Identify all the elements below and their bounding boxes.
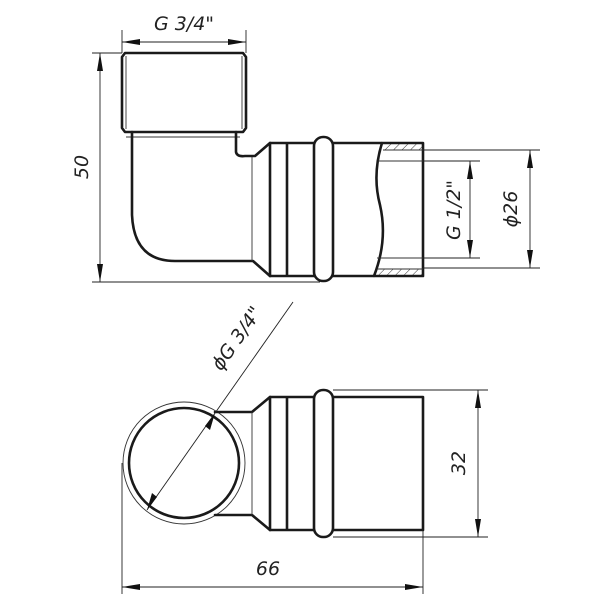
hex-thread-part xyxy=(120,51,248,134)
dimension-66: 66 xyxy=(121,463,424,594)
dim-label-g34: G 3/4" xyxy=(154,13,214,35)
dimension-g12: G 1/2" xyxy=(423,160,480,259)
dimension-height-50: 50 xyxy=(71,52,320,283)
hatch-top xyxy=(383,144,422,150)
press-ring xyxy=(312,135,335,283)
dim-label-g34-circle: ϕG 3/4" xyxy=(207,303,267,375)
dimension-32: 32 xyxy=(333,389,488,538)
dim-label-66: 66 xyxy=(256,558,280,580)
dim-label-g12: G 1/2" xyxy=(443,180,465,240)
elbow-body xyxy=(130,130,272,278)
dimension-g34-top: G 3/4" xyxy=(121,13,247,53)
dimension-d26: ϕ26 xyxy=(423,149,540,269)
top-view xyxy=(122,388,425,539)
outer-thread-circle xyxy=(122,401,246,525)
sleeve xyxy=(331,141,425,278)
dim-label-d26: ϕ26 xyxy=(500,191,522,228)
hatch-bottom xyxy=(377,269,422,275)
dim-label-50: 50 xyxy=(71,155,93,179)
dim-label-32: 32 xyxy=(448,451,470,475)
side-view xyxy=(120,51,425,283)
inner-circle xyxy=(127,406,241,520)
press-ring-bottom xyxy=(312,388,335,539)
